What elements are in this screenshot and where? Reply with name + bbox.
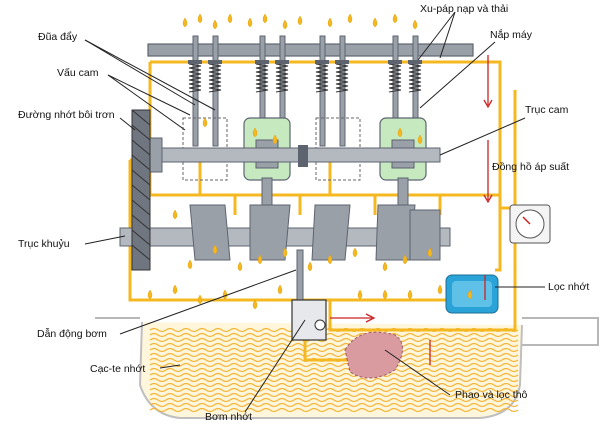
oil-wave — [149, 392, 519, 398]
oil-drop — [272, 134, 278, 145]
oil-drop — [327, 17, 333, 28]
oil-wave — [149, 367, 519, 373]
oil-drop — [197, 294, 203, 305]
oil-wave — [149, 342, 519, 348]
oil-drop — [227, 13, 233, 24]
oil-drop — [187, 259, 193, 270]
oil-drop — [347, 13, 353, 24]
oil-wave — [149, 407, 519, 413]
oil-wave — [149, 332, 519, 338]
oil-drop — [172, 284, 178, 295]
piston-right — [379, 117, 427, 219]
label-crankshaft: Trục khuỷu — [18, 238, 70, 250]
label-pump-drive: Dẫn động bơm — [37, 327, 107, 340]
oil-wave — [149, 347, 519, 353]
oil-drop — [182, 17, 188, 28]
label-pressure-gauge: Đồng hồ áp suất — [492, 161, 569, 173]
label-valves: Xu-páp nạp và thải — [420, 3, 508, 15]
oil-drop — [307, 261, 313, 272]
oil-wave — [149, 387, 519, 393]
oil-drop — [262, 13, 268, 24]
oil-drop — [407, 289, 413, 300]
label-oil-pan: Cạc-te nhớt — [90, 363, 145, 375]
oil-drop — [437, 284, 443, 295]
pressure-gauge — [509, 204, 551, 244]
label-oil-pump: Bơm nhớt — [205, 411, 252, 423]
oil-drop — [402, 254, 408, 265]
oil-drop — [327, 254, 333, 265]
oil-wave — [149, 402, 519, 408]
label-camshaft: Trục cam — [525, 104, 569, 116]
oil-drop — [352, 247, 358, 258]
oil-drop — [412, 19, 418, 30]
timing-gear — [131, 109, 151, 271]
oil-wave — [149, 382, 519, 388]
oil-drop — [197, 13, 203, 24]
piston-left — [243, 117, 291, 219]
crankshaft — [119, 204, 451, 261]
valve-1 — [188, 35, 202, 147]
oil-drop — [147, 289, 153, 300]
label-float-strainer: Phao và lọc thô — [455, 389, 528, 401]
valve-5 — [315, 35, 329, 147]
oil-wave — [149, 372, 519, 378]
oil-drop — [252, 299, 258, 310]
oil-drop — [257, 254, 263, 265]
oil-drop — [397, 127, 403, 138]
oil-drop — [252, 127, 258, 138]
rocker-shaft — [147, 43, 474, 57]
oil-drop — [237, 261, 243, 272]
label-rocker-arm: Vấu cam — [57, 67, 99, 79]
oil-drop — [427, 247, 433, 258]
oil-drop — [172, 209, 178, 220]
valve-2 — [208, 35, 222, 147]
oil-drop — [282, 19, 288, 30]
oil-wave — [149, 352, 519, 358]
oil-wave — [149, 362, 519, 368]
oil-drop — [277, 284, 283, 295]
oil-waves — [149, 327, 519, 413]
oil-drop — [222, 289, 228, 300]
oil-drop — [297, 15, 303, 26]
oil-drop — [247, 17, 253, 28]
oil-drop — [382, 289, 388, 300]
leader-lines — [84, 11, 545, 413]
valve-6 — [335, 35, 349, 147]
oil-drop — [357, 289, 363, 300]
oil-drop — [202, 117, 208, 128]
oil-drop — [212, 244, 218, 255]
oil-wave — [149, 337, 519, 343]
valve-assemblies — [188, 35, 422, 147]
labels: Xu-páp nạp và thải Đũa đẩy Nắp máy Vấu c… — [18, 3, 589, 423]
oil-pump — [291, 299, 327, 341]
label-oil-filter: Lọc nhớt — [548, 281, 589, 293]
oil-drop — [417, 134, 423, 145]
oil-drop — [467, 289, 473, 300]
oil-wave — [149, 397, 519, 403]
oil-wave — [149, 377, 519, 383]
oil-drop — [282, 247, 288, 258]
oil-drop — [392, 13, 398, 24]
pressure-arrows — [330, 55, 493, 365]
oil-drop — [372, 17, 378, 28]
oil-pan — [95, 317, 599, 419]
oil-drop — [382, 261, 388, 272]
oil-drop — [212, 19, 218, 30]
oil-drops — [147, 13, 473, 310]
label-oil-gallery: Đường nhớt bôi trơn — [18, 109, 115, 121]
float-strainer — [344, 331, 403, 379]
label-push-rods: Đũa đẩy — [38, 31, 78, 43]
label-cylinder-head: Nắp máy — [490, 28, 533, 41]
